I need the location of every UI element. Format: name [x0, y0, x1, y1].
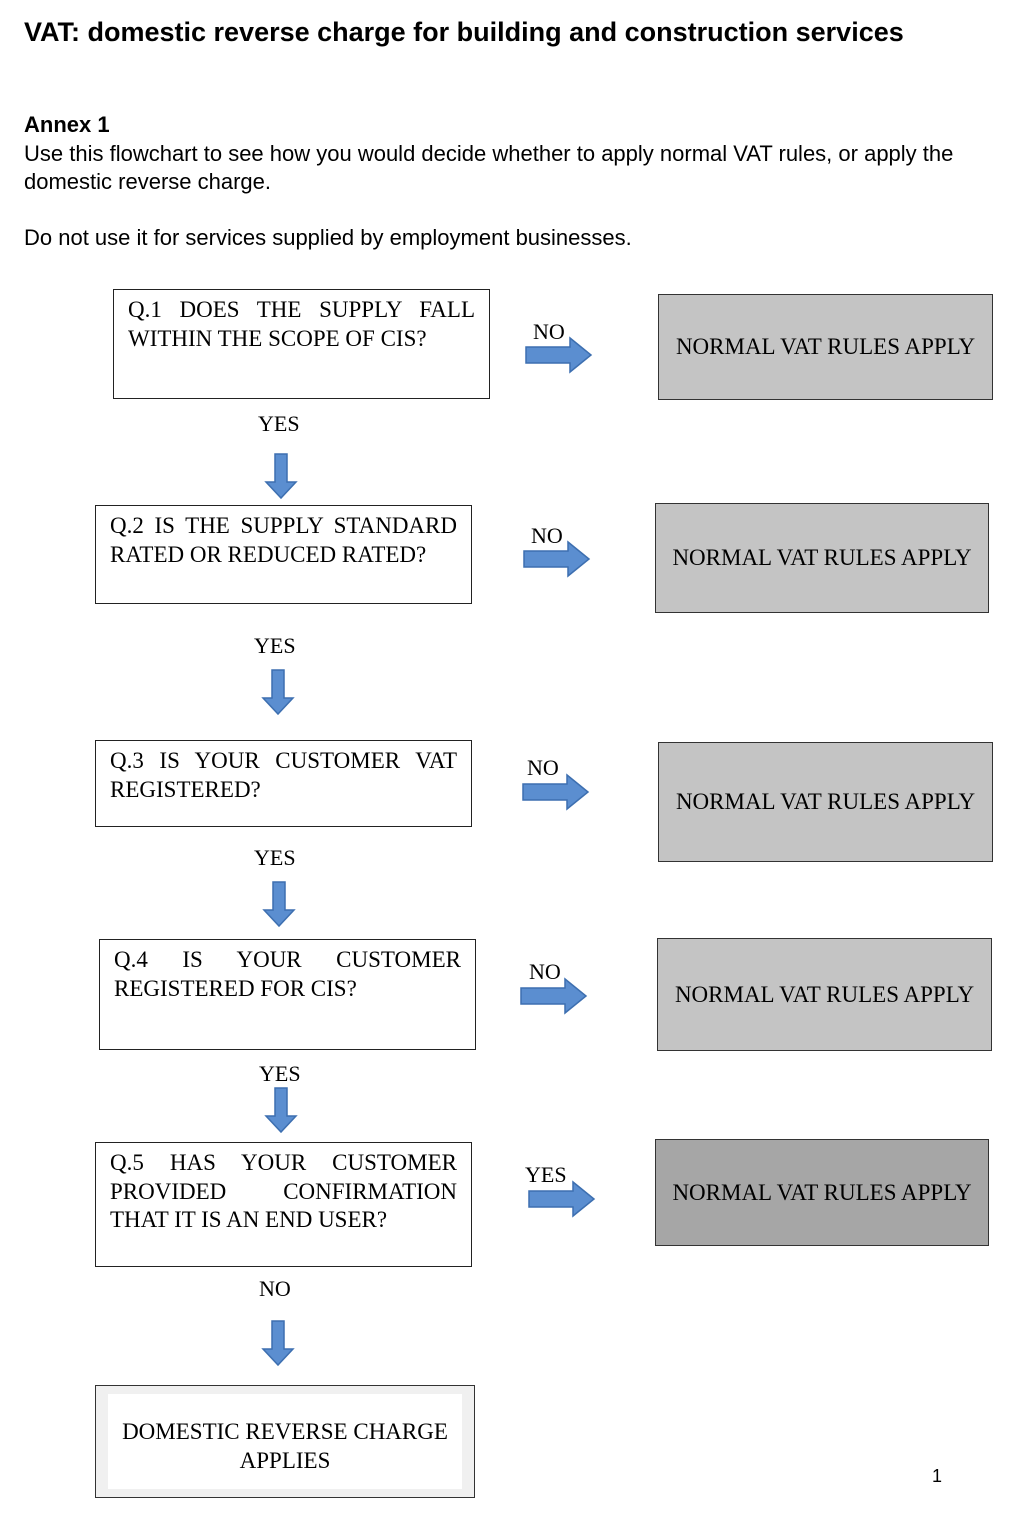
- question-4-box: Q.4 IS YOUR CUSTOMER REGISTERED FOR CIS?: [99, 939, 476, 1050]
- right-arrow-icon: [522, 773, 590, 811]
- down-arrow-icon: [261, 1320, 295, 1367]
- no-label-4: NO: [529, 959, 561, 984]
- right-arrow-icon: [523, 540, 591, 578]
- outcome-reverse-charge-label: DOMESTIC REVERSE CHARGE APPLIES: [108, 1394, 462, 1489]
- yes-label-4: YES: [259, 1061, 301, 1086]
- no-label-2: NO: [531, 523, 563, 548]
- yes-label-2: YES: [254, 633, 296, 658]
- question-5-box: Q.5 HAS YOUR CUSTOMER PROVIDED CONFIRMAT…: [95, 1142, 472, 1267]
- outcome-reverse-charge: DOMESTIC REVERSE CHARGE APPLIES: [95, 1385, 475, 1498]
- down-arrow-icon: [262, 881, 296, 928]
- question-2-box: Q.2 IS THE SUPPLY STANDARD RATED OR REDU…: [95, 505, 472, 604]
- no-label-1: NO: [533, 319, 565, 344]
- right-arrow-icon: [525, 336, 593, 374]
- outcome-normal-vat-5: NORMAL VAT RULES APPLY: [655, 1139, 989, 1246]
- question-1-box: Q.1 DOES THE SUPPLY FALL WITHIN THE SCOP…: [113, 289, 490, 399]
- document-title: VAT: domestic reverse charge for buildin…: [24, 17, 904, 47]
- question-3-box: Q.3 IS YOUR CUSTOMER VAT REGISTERED?: [95, 740, 472, 827]
- right-arrow-icon: [528, 1180, 596, 1218]
- down-arrow-icon: [264, 453, 298, 500]
- yes-label-1: YES: [258, 411, 300, 436]
- down-arrow-icon: [261, 669, 295, 716]
- outcome-normal-vat-4: NORMAL VAT RULES APPLY: [657, 938, 992, 1051]
- intro-text: Use this flowchart to see how you would …: [24, 141, 954, 194]
- down-arrow-icon: [264, 1087, 298, 1134]
- no-label-3: NO: [527, 755, 559, 780]
- annex-heading: Annex 1: [24, 112, 110, 137]
- yes-label-5: YES: [525, 1162, 567, 1187]
- right-arrow-icon: [520, 977, 588, 1015]
- no-label-5: NO: [259, 1276, 291, 1301]
- warning-text: Do not use it for services supplied by e…: [24, 225, 632, 250]
- outcome-normal-vat-2: NORMAL VAT RULES APPLY: [655, 503, 989, 613]
- yes-label-3: YES: [254, 845, 296, 870]
- outcome-normal-vat-3: NORMAL VAT RULES APPLY: [658, 742, 993, 862]
- outcome-normal-vat-1: NORMAL VAT RULES APPLY: [658, 294, 993, 400]
- page-number: 1: [932, 1466, 943, 1486]
